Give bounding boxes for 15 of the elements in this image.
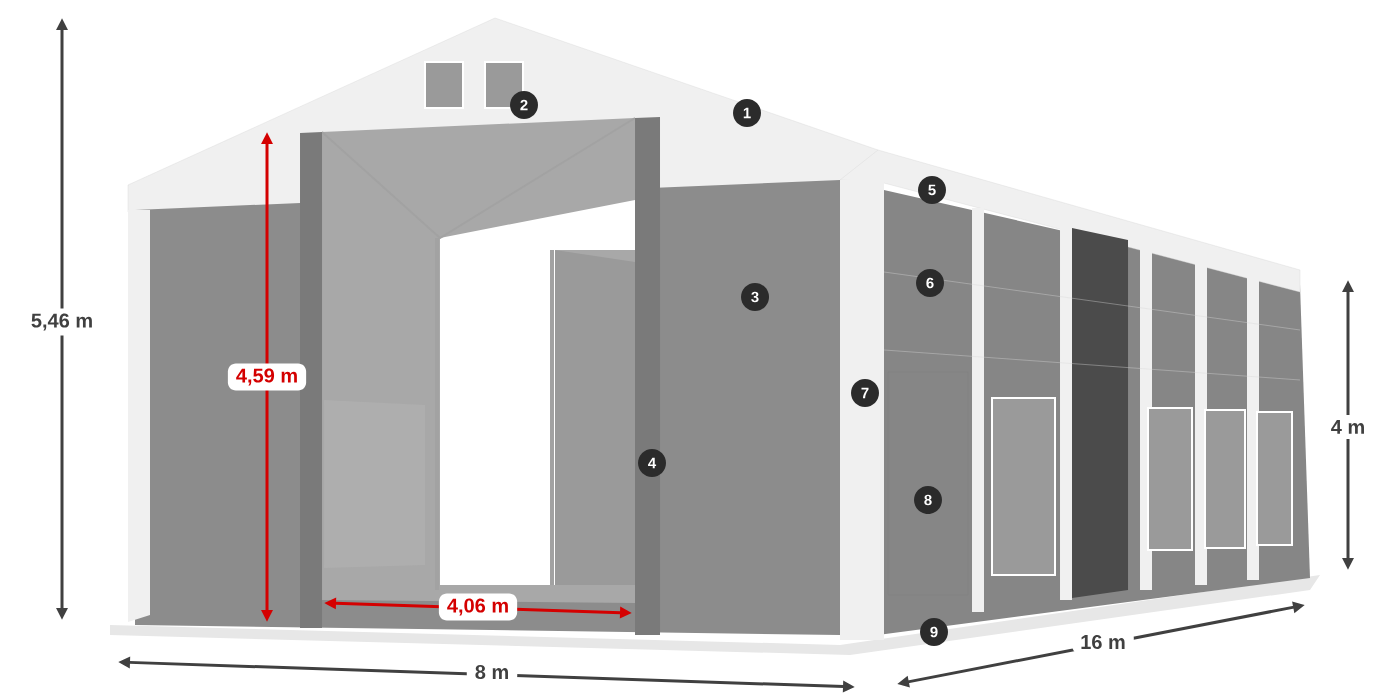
callout-number: 6 — [916, 269, 944, 297]
callout-number: 9 — [920, 618, 948, 646]
dimension-label: 16 m — [1072, 629, 1134, 655]
dimension-label: 4 m — [1322, 415, 1374, 439]
callout-number: 5 — [918, 176, 946, 204]
dimension-label: 5,46 m — [22, 308, 102, 336]
dimension-label: 8 m — [466, 659, 518, 685]
callout-number: 4 — [638, 449, 666, 477]
callout-number: 7 — [851, 379, 879, 407]
dimension-label: 4,59 m — [227, 363, 307, 391]
dimension-label: 4,06 m — [438, 593, 518, 621]
callout-number: 3 — [741, 283, 769, 311]
callout-number: 8 — [914, 486, 942, 514]
callout-number: 2 — [510, 91, 538, 119]
callout-number: 1 — [733, 99, 761, 127]
